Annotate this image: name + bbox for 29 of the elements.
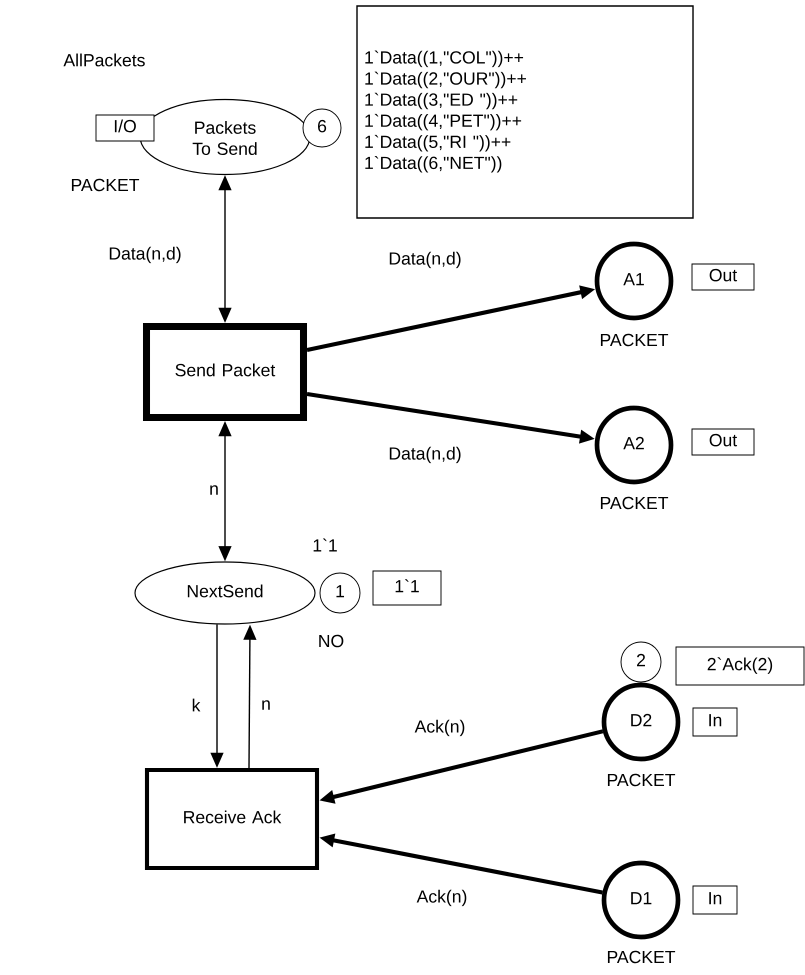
token-count: 6 (302, 108, 342, 148)
marking-box: 1`1 (372, 570, 442, 606)
colour-set: PACKET (608, 950, 676, 964)
port-tag: I/O (96, 114, 154, 142)
colour-set: PACKET (600, 334, 668, 346)
colour-set: PACKET (600, 496, 668, 510)
arc-inscription: Data(n,d) (387, 446, 463, 464)
token-count: 2 (620, 642, 662, 682)
transition-box: Send Packet (143, 322, 308, 421)
arc-inscription: n (260, 699, 272, 711)
arc-inscription: Data(n,d) (387, 250, 463, 270)
port-tag: Out (692, 428, 754, 456)
port-tag: Out (692, 264, 754, 290)
token-count: 1 (320, 572, 360, 614)
place-name: AllPackets (63, 54, 145, 66)
marking-box: 1`Data((1,"COL"))++ 1`Data((2,"OUR"))++ 1`Data((3,"ED "))++ 1`Data((4,"PET"))++ 1`Data((5,"RI "))++ 1`Data((6,"NET")) (356, 5, 694, 219)
arc-inscription: Data(n,d) (107, 246, 183, 264)
arc-inscription: Ack(n) (413, 718, 467, 738)
arc-inscription: k (190, 697, 202, 713)
colour-set: PACKET (72, 178, 140, 192)
colour-set: PACKET (608, 774, 676, 786)
colour-set: NO (319, 634, 344, 648)
port-tag: In (692, 886, 738, 914)
transition-box: Receive Ack (144, 768, 320, 870)
arc-inscription: Ack(n) (415, 888, 469, 908)
initial-marking: 1`1 (314, 538, 337, 552)
marking-box: 2`Ack(2) (676, 646, 804, 686)
arc-inscription: n (208, 484, 220, 496)
port-tag: In (692, 708, 738, 736)
